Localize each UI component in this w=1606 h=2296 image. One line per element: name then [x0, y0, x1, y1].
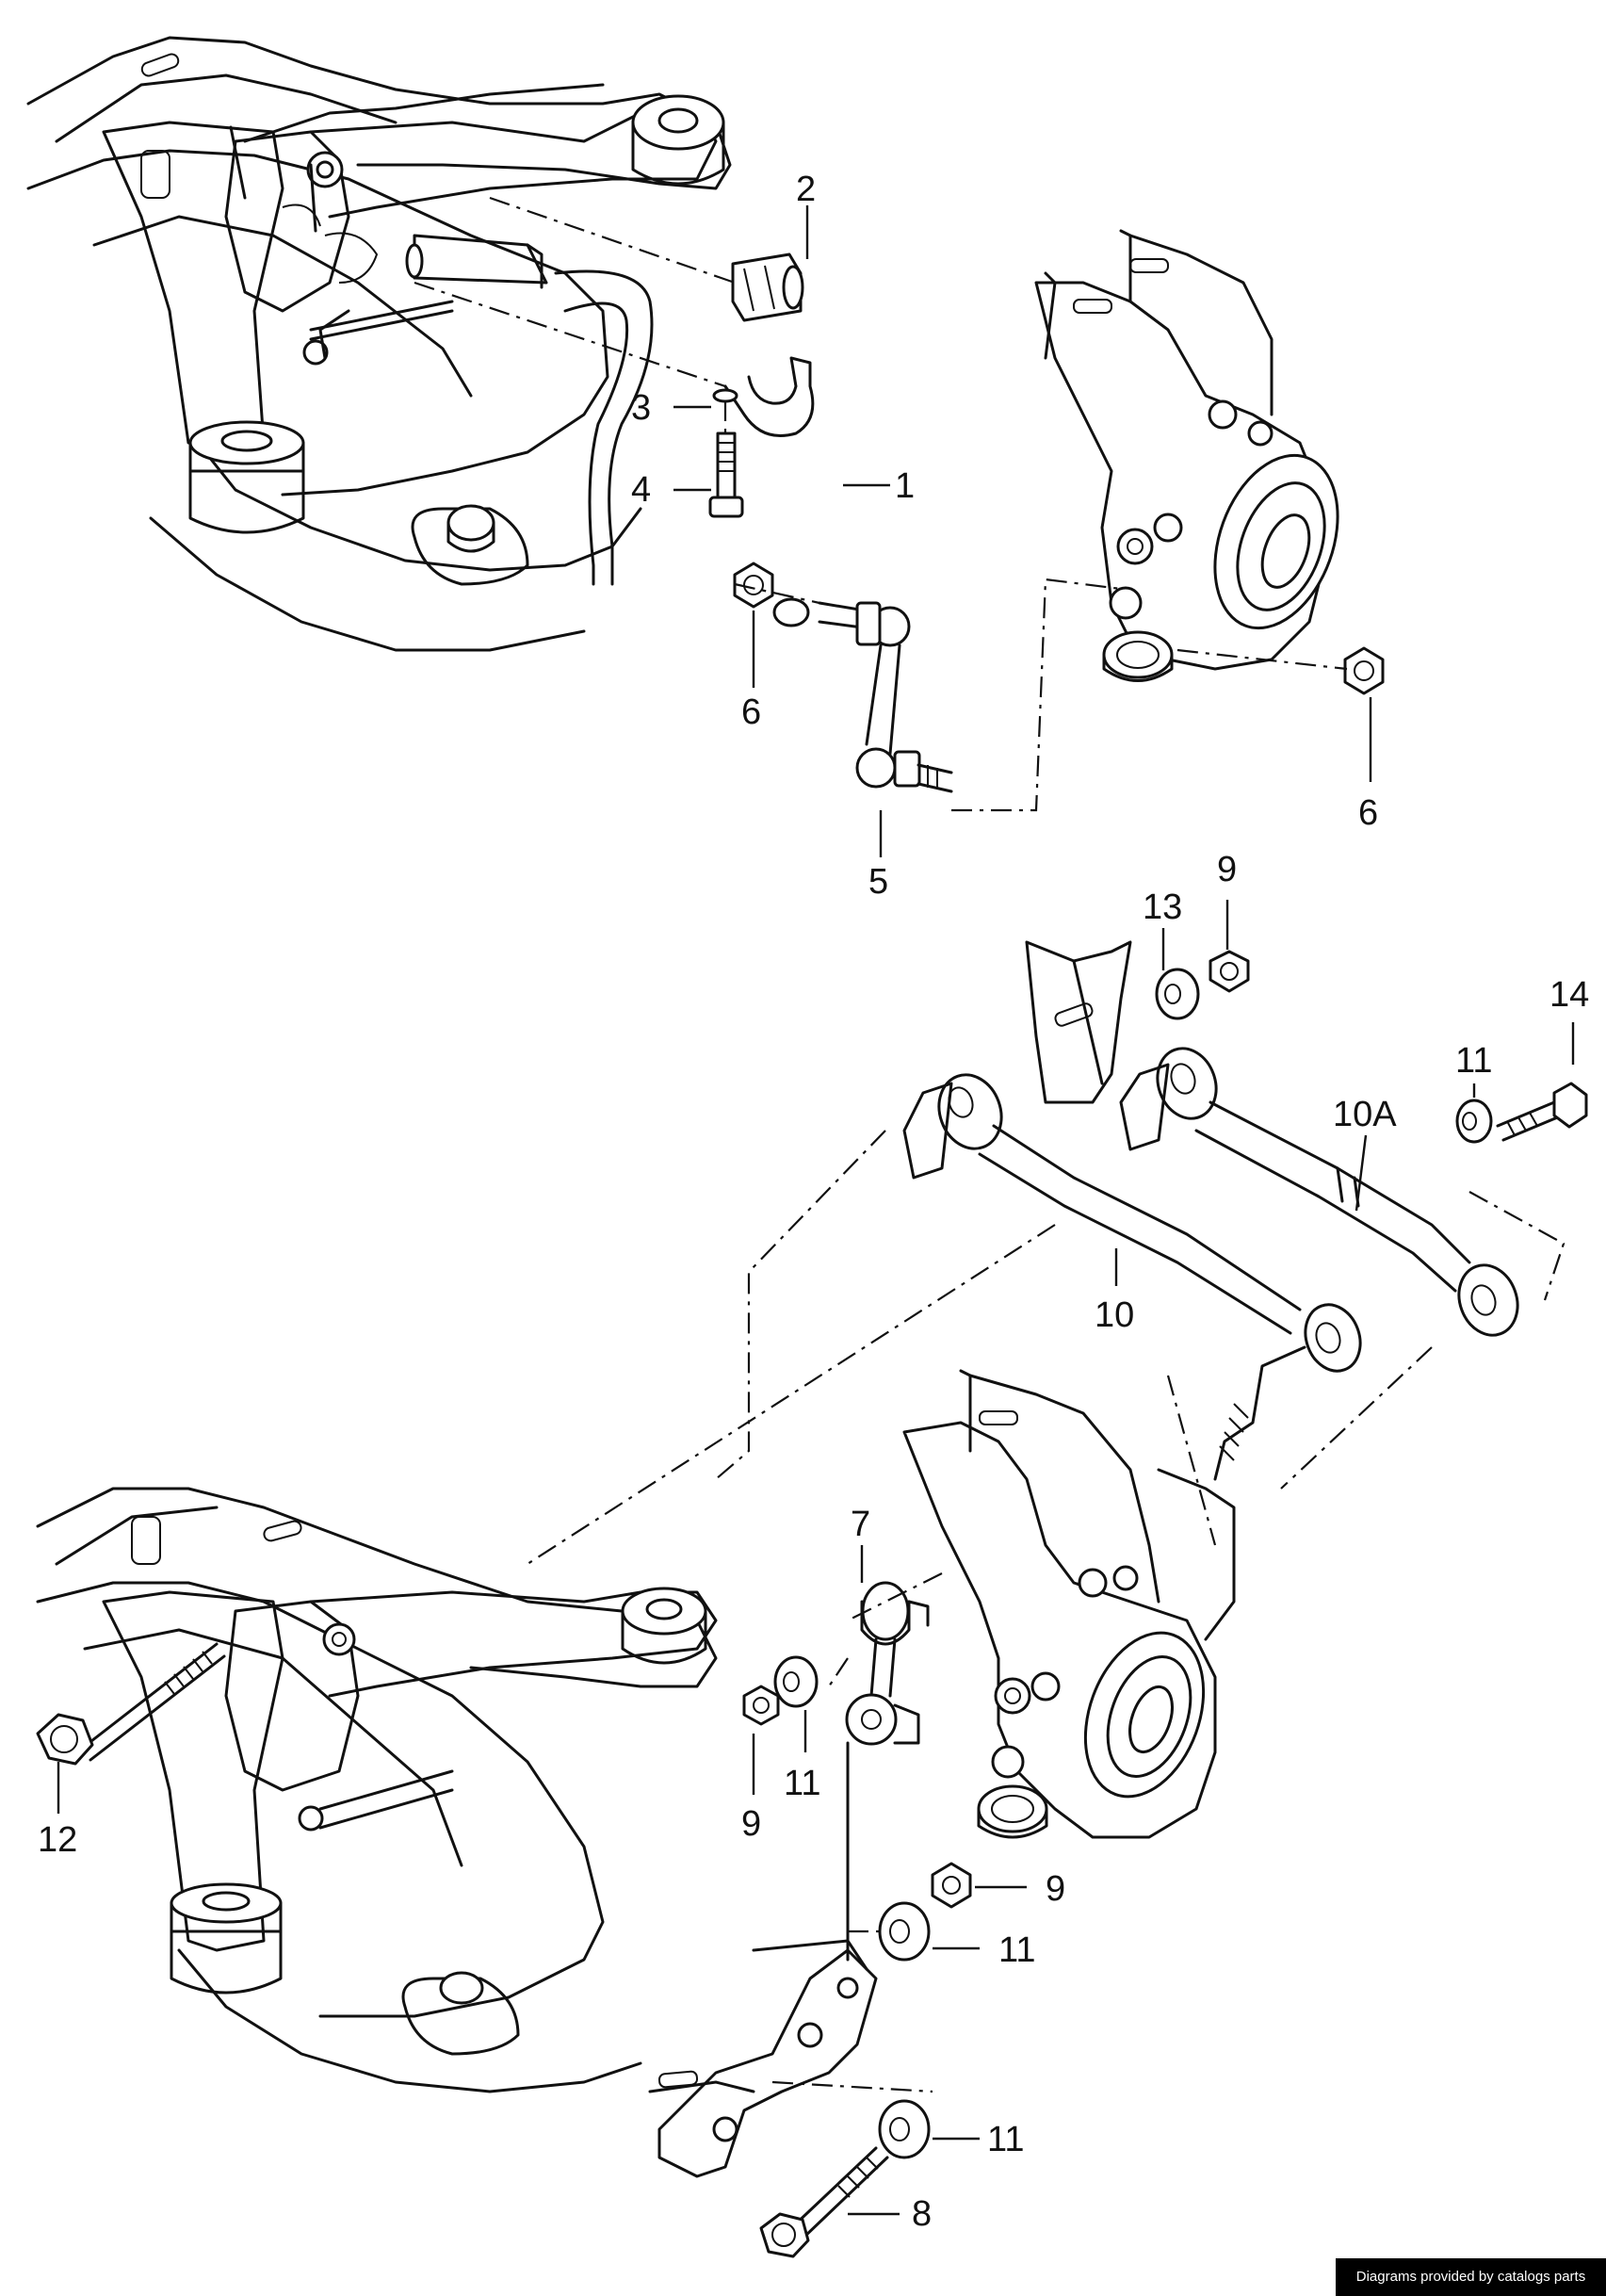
- washer-11-bottom: [878, 2099, 931, 2159]
- stabilizer-bar: [405, 234, 810, 627]
- callout-3: 3: [631, 388, 651, 428]
- callout-11-mid-right: 11: [998, 1930, 1035, 1970]
- bolt-8: [759, 2146, 889, 2258]
- callout-labels: 2 3 4 1 6 6 5 13 9 14 11 10A 10 7 12 11 …: [38, 170, 1589, 2234]
- watermark-label: Diagrams provided by catalogs parts: [1336, 2258, 1606, 2296]
- washer-13: [1155, 968, 1200, 1020]
- callout-12: 12: [38, 1820, 77, 1860]
- callout-10: 10: [1095, 1295, 1134, 1335]
- callout-5: 5: [868, 862, 888, 902]
- callout-13: 13: [1143, 887, 1182, 927]
- callout-8: 8: [912, 2194, 932, 2234]
- clamp-bolt: [708, 432, 744, 518]
- nut-9-upper: [1209, 950, 1250, 993]
- stabilizer-bushing: [731, 252, 804, 322]
- callout-1: 1: [895, 466, 915, 506]
- callout-6-right: 6: [1358, 793, 1378, 833]
- mounting-bracket: [1025, 940, 1132, 1104]
- callout-4: 4: [631, 470, 651, 510]
- callout-9-mid-left: 9: [741, 1804, 761, 1844]
- upper-subframe: [26, 36, 732, 652]
- upper-wheel-bearing-housing: [1034, 229, 1339, 682]
- callout-11-bottom: 11: [987, 2120, 1024, 2159]
- lower-assembly-lines: [527, 1130, 1565, 2093]
- control-arm-10: [902, 1073, 1362, 1481]
- bolt-14: [1496, 1082, 1588, 1142]
- nut-9-mid-left: [742, 1685, 780, 1726]
- callout-6-left: 6: [741, 692, 761, 732]
- washer-11-mid-left: [773, 1655, 819, 1708]
- long-bolt: [36, 1642, 226, 1766]
- stabilizer-clamp: [712, 356, 815, 437]
- nut-9-mid-right: [931, 1862, 972, 1909]
- control-arm-10a: [1119, 1047, 1519, 1337]
- washer-11-mid-right: [878, 1901, 931, 1962]
- trailing-arm-lower: [648, 1939, 878, 2178]
- leader-lines: [57, 205, 1575, 2216]
- coupling-link-lower: [845, 1581, 930, 1962]
- callout-14: 14: [1549, 975, 1589, 1015]
- callout-7: 7: [851, 1505, 870, 1544]
- lower-subframe: [36, 1487, 718, 2093]
- washer-11-right: [1455, 1099, 1493, 1144]
- coupling-rod: [818, 601, 953, 793]
- nut-right: [1343, 646, 1385, 695]
- callout-11-mid-left: 11: [784, 1764, 820, 1803]
- callout-2: 2: [796, 170, 816, 209]
- callout-11-right: 11: [1455, 1041, 1492, 1081]
- callout-9-mid-right: 9: [1046, 1869, 1065, 1909]
- nut-left: [733, 562, 774, 609]
- callout-9-upper: 9: [1217, 850, 1237, 889]
- callout-10a: 10A: [1333, 1095, 1397, 1134]
- lower-wheel-bearing-housing: [902, 1369, 1236, 1839]
- upper-assembly-lines: [414, 196, 1348, 812]
